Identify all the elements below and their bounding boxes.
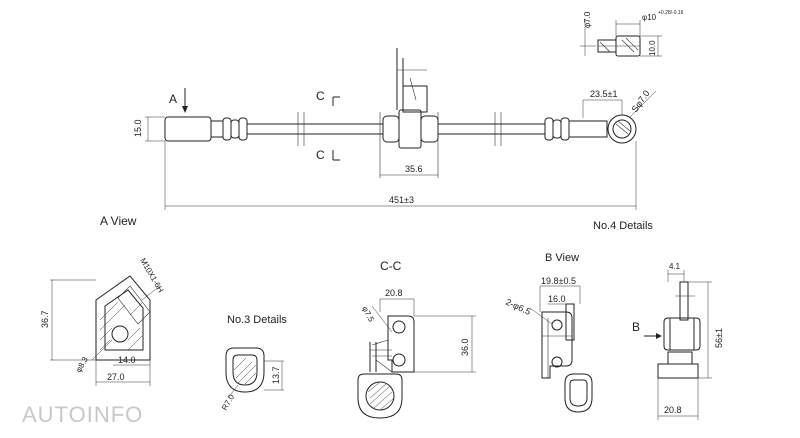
b-holes-label: 2-φ6.5 bbox=[504, 297, 532, 317]
end-length-label: 23.5±1 bbox=[590, 89, 617, 99]
no4-h-label: 56±1 bbox=[714, 328, 724, 348]
cc-d-label: φ7.5 bbox=[360, 305, 376, 324]
a-view-drawing bbox=[50, 275, 161, 386]
main-hose-assembly bbox=[164, 48, 637, 178]
b-w16-label: 16.0 bbox=[548, 294, 566, 304]
main-dimensions bbox=[145, 88, 657, 210]
top-tol-label: +0.28/-0.16 bbox=[658, 10, 684, 16]
a-thread-label: M10X1-6H bbox=[138, 257, 165, 295]
no4-title: No.4 Details bbox=[593, 220, 653, 232]
no4-b-label: 20.8 bbox=[664, 405, 682, 415]
cc-h-label: 36.0 bbox=[460, 338, 470, 356]
a-height-label: 36.7 bbox=[40, 310, 50, 328]
clamp-offset-label: 35.6 bbox=[405, 164, 423, 174]
top-d7-label: φ7.0 bbox=[583, 11, 592, 28]
marker-b: B bbox=[632, 320, 640, 334]
b-view-drawing bbox=[529, 285, 593, 413]
watermark: AUTOINFO bbox=[22, 402, 143, 427]
b-w19-label: 19.8±0.5 bbox=[541, 276, 576, 286]
marker-c-top: C bbox=[316, 89, 325, 103]
a-view-title: A View bbox=[100, 214, 137, 228]
sphere-label: Sφ7.0 bbox=[629, 88, 651, 114]
no3-h-label: 13.7 bbox=[271, 366, 281, 384]
a-w14-label: 14.0 bbox=[118, 355, 136, 365]
no3-title: No.3 Details bbox=[227, 314, 287, 326]
marker-a: A bbox=[169, 92, 177, 106]
top-d10-label: φ10 bbox=[642, 13, 657, 22]
main-length-label: 451±3 bbox=[389, 195, 414, 205]
no3-drawing bbox=[225, 347, 284, 399]
cc-title: C-C bbox=[380, 259, 402, 273]
top-h10-label: 10.0 bbox=[648, 40, 657, 56]
b-view-title: B View bbox=[545, 252, 579, 264]
main-height-label: 15.0 bbox=[133, 119, 143, 137]
no3-r-label: R7.0 bbox=[220, 392, 237, 412]
cc-drawing bbox=[357, 298, 476, 419]
a-w27-label: 27.0 bbox=[107, 372, 125, 382]
no4-w-label: 4.1 bbox=[669, 262, 681, 271]
a-diameter-label: φ8.3 bbox=[74, 355, 90, 374]
marker-c-bottom: C bbox=[316, 148, 325, 162]
no4-drawing bbox=[644, 270, 712, 420]
top-fitting-detail bbox=[580, 20, 662, 57]
cc-w-label: 20.8 bbox=[385, 288, 403, 298]
